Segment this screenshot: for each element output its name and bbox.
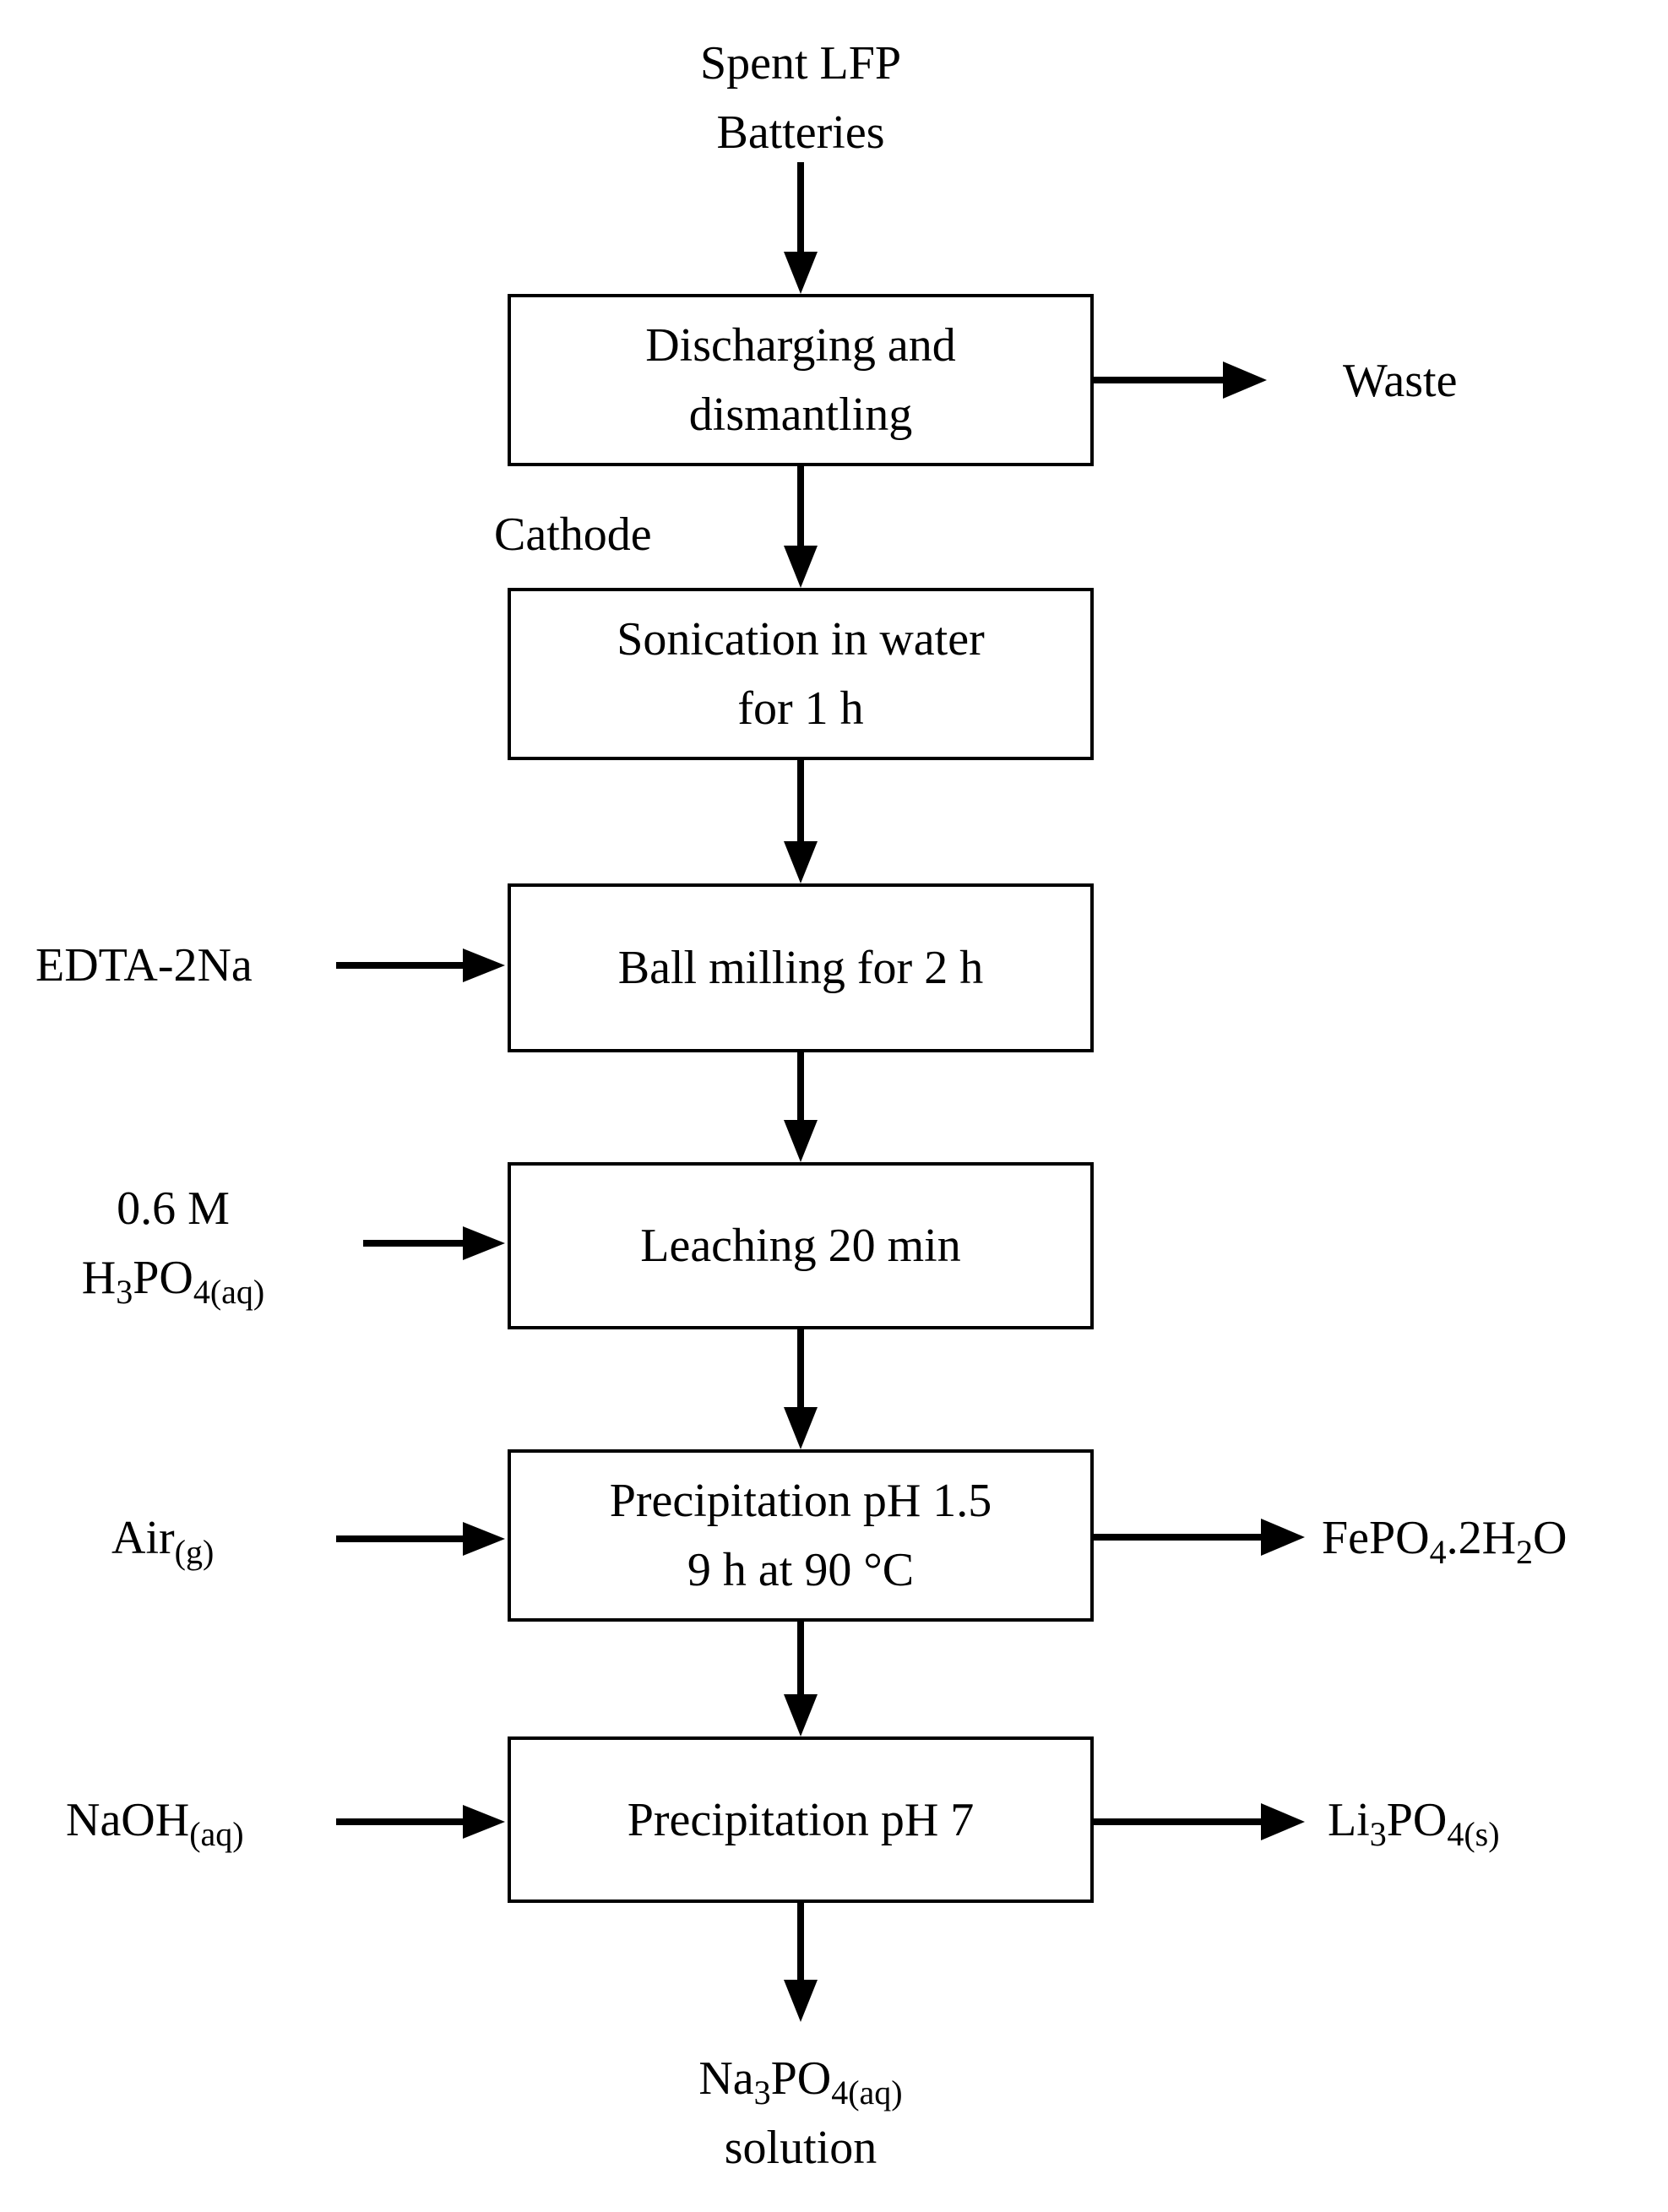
step-precipitation-ph-1-5: Precipitation pH 1.5 9 h at 90 °C	[508, 1449, 1094, 1622]
step-text: Discharging and	[645, 319, 956, 372]
output-li3po4: Li3PO4(s)	[1328, 1794, 1500, 1853]
output-fepo4: FePO4.2H2O	[1322, 1512, 1567, 1571]
step-leaching: Leaching 20 min	[508, 1162, 1094, 1329]
final-product-formula: Na3PO4(aq)	[698, 2052, 903, 2111]
arrowhead	[463, 1522, 505, 1556]
source-line2: Batteries	[716, 106, 885, 159]
arrowhead	[784, 841, 818, 883]
step-text: 9 h at 90 °C	[687, 1544, 915, 1596]
output-waste: Waste	[1343, 355, 1458, 407]
step-text: dismantling	[688, 389, 913, 441]
main-flow-arrows	[784, 162, 818, 2022]
step-text: Precipitation pH 1.5	[609, 1475, 992, 1527]
arrowhead	[463, 1226, 505, 1260]
step-text: Leaching 20 min	[640, 1220, 961, 1272]
step-text: Sonication in water	[617, 613, 985, 666]
arrowhead	[1261, 1519, 1305, 1556]
arrowhead	[784, 1694, 818, 1736]
step-text: Ball milling for 2 h	[617, 942, 984, 994]
arrowhead	[1261, 1803, 1305, 1840]
arrowhead	[784, 1407, 818, 1449]
step-sonication: Sonication in water for 1 h	[508, 588, 1094, 760]
final-product-line2: solution	[724, 2122, 877, 2174]
step-text: Precipitation pH 7	[627, 1793, 975, 1846]
arrowhead	[784, 546, 818, 588]
arrowhead	[784, 1980, 818, 2022]
input-acid: 0.6 M H3PO4(aq)	[34, 1174, 312, 1313]
step-precipitation-ph-7: Precipitation pH 7	[508, 1736, 1094, 1903]
cathode-label: Cathode	[494, 508, 652, 561]
input-edta: EDTA-2Na	[35, 939, 253, 992]
arrowhead	[1223, 361, 1267, 399]
arrowhead	[463, 948, 505, 982]
step-ball-milling: Ball milling for 2 h	[508, 883, 1094, 1052]
input-arrows	[336, 948, 505, 1839]
step-text: for 1 h	[737, 682, 864, 735]
source-line1: Spent LFP	[699, 37, 902, 90]
acid-formula: H3PO4(aq)	[81, 1252, 265, 1311]
input-naoh: NaOH(aq)	[66, 1794, 244, 1853]
acid-concentration: 0.6 M	[117, 1182, 230, 1235]
arrowhead	[463, 1805, 505, 1839]
output-arrows	[1094, 361, 1305, 1840]
arrowhead	[784, 252, 818, 294]
step-discharging: Discharging and dismantling	[508, 294, 1094, 466]
input-air: Air(g)	[111, 1512, 215, 1571]
source-label: Spent LFP Batteries	[632, 29, 970, 167]
arrowhead	[784, 1120, 818, 1162]
final-product: Na3PO4(aq) solution	[591, 2044, 1010, 2182]
